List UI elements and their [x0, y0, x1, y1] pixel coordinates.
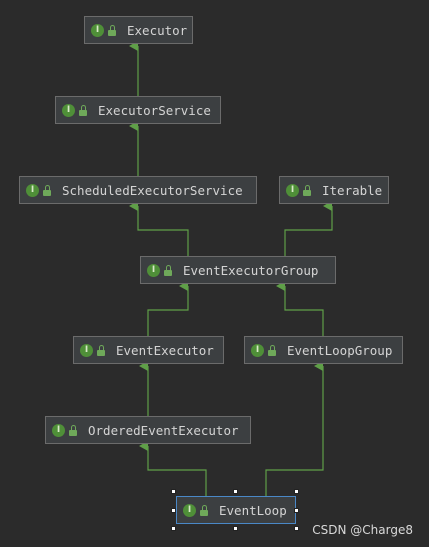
edge-loop-ordered — [139, 441, 207, 496]
node-label: EventExecutorGroup — [183, 262, 319, 278]
watermark: CSDN @Charge8 — [312, 523, 413, 537]
node-executor[interactable]: I Executor — [84, 16, 193, 44]
node-event-executor[interactable]: I EventExecutor — [73, 336, 224, 364]
node-label: Iterable — [322, 182, 383, 198]
node-label: OrderedEventExecutor — [88, 422, 239, 438]
resize-handle-bottom-right[interactable] — [294, 526, 299, 531]
node-label: ScheduledExecutorService — [62, 182, 243, 198]
resize-handle-top-middle[interactable] — [233, 489, 238, 494]
interface-icon: I — [183, 503, 196, 517]
node-event-loop[interactable]: I EventLoop — [176, 496, 296, 524]
resize-handle-bottom-left[interactable] — [171, 526, 176, 531]
node-event-loop-group[interactable]: I EventLoopGroup — [244, 336, 403, 364]
interface-icon: I — [26, 183, 39, 197]
node-scheduled-executor-service[interactable]: I ScheduledExecutorService — [19, 176, 257, 204]
node-iterable[interactable]: I Iterable — [279, 176, 389, 204]
resize-handle-bottom-middle[interactable] — [233, 526, 238, 531]
lock-icon — [42, 184, 52, 196]
lock-icon — [163, 264, 173, 276]
resize-handle-top-left[interactable] — [171, 489, 176, 494]
node-executor-service[interactable]: I ExecutorService — [55, 96, 221, 124]
lock-icon — [199, 504, 209, 516]
node-label: EventLoop — [219, 502, 287, 518]
interface-icon: I — [286, 183, 299, 197]
interface-icon: I — [251, 343, 264, 357]
edge-group-iterable — [284, 201, 333, 256]
interface-icon: I — [91, 23, 104, 37]
node-label: EventLoopGroup — [287, 342, 393, 358]
lock-icon — [267, 344, 277, 356]
interface-icon: I — [80, 343, 93, 357]
resize-handle-top-right[interactable] — [294, 489, 299, 494]
lock-icon — [302, 184, 312, 196]
lock-icon — [96, 344, 106, 356]
edge-executor-group — [147, 281, 189, 336]
edge-loop-loopgroup — [265, 361, 324, 496]
node-ordered-event-executor[interactable]: I OrderedEventExecutor — [45, 416, 251, 444]
lock-icon — [78, 104, 88, 116]
lock-icon — [107, 24, 117, 36]
node-label: Executor — [127, 22, 188, 38]
interface-icon: I — [52, 423, 65, 437]
resize-handle-middle-right[interactable] — [294, 508, 299, 513]
interface-icon: I — [62, 103, 75, 117]
lock-icon — [68, 424, 78, 436]
node-label: EventExecutor — [116, 342, 214, 358]
edge-group-scheduled — [129, 201, 189, 256]
edge-loopgroup-group — [276, 281, 324, 336]
interface-icon: I — [147, 263, 160, 277]
node-event-executor-group[interactable]: I EventExecutorGroup — [140, 256, 336, 284]
node-label: ExecutorService — [98, 102, 211, 118]
resize-handle-middle-left[interactable] — [171, 508, 176, 513]
